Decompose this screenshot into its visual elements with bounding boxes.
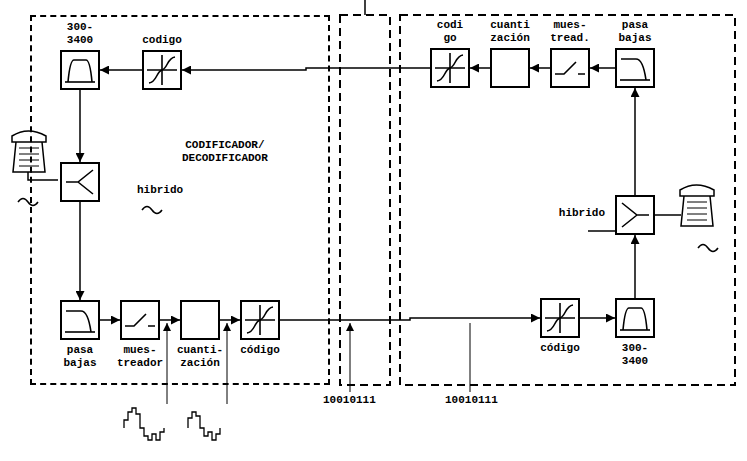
channel-column <box>340 15 390 385</box>
symbol-stroke <box>125 314 155 326</box>
bit-code: 10010111 <box>444 394 499 407</box>
symbol-stroke <box>622 203 649 227</box>
signal-arrow <box>79 202 81 300</box>
block-label: pasa bajas <box>617 19 654 45</box>
lowpass-filter: pasa bajas <box>615 48 655 88</box>
signal-arrow <box>220 319 240 321</box>
signal-arrow <box>79 90 81 162</box>
quant-symbol <box>182 302 218 338</box>
code-symbol <box>242 302 278 338</box>
lp-symbol <box>62 302 98 338</box>
block-label: código <box>538 342 582 355</box>
quantizer-box: cuanti zación <box>490 48 530 88</box>
block-label: hibrido <box>557 207 607 220</box>
bandpass-filter: 300- 3400 <box>615 298 655 338</box>
samp-symbol <box>552 50 588 86</box>
sampler-box: mues- tread. <box>550 48 590 88</box>
leader-line <box>470 323 471 392</box>
coder-box: código <box>240 300 280 340</box>
symbol-stroke <box>245 305 275 335</box>
symbol-stroke <box>66 170 93 194</box>
block-label: mues- tread. <box>548 19 592 45</box>
hybrid-box: hibrido <box>615 195 655 235</box>
leader-line <box>350 323 351 392</box>
code-symbol <box>432 50 468 86</box>
signal-arrow <box>530 67 550 69</box>
symbol-stroke <box>437 55 463 81</box>
divider-line <box>364 0 366 15</box>
line-stub <box>588 230 615 232</box>
expander-box: codigo <box>142 50 182 90</box>
block-label: cuanti zación <box>488 19 532 45</box>
signal-arrow <box>182 68 430 70</box>
code-symbol <box>144 52 180 88</box>
signal-arrow <box>100 319 120 321</box>
symbol-stroke <box>620 329 650 331</box>
symbol-stroke <box>547 305 573 331</box>
telephone-right <box>655 185 718 252</box>
symbol-stroke <box>68 60 92 82</box>
bp-symbol <box>617 300 653 336</box>
bit-code: 10010111 <box>322 394 377 407</box>
symbol-stroke <box>247 307 273 333</box>
block-label: 300- 3400 <box>65 21 95 47</box>
symbol-stroke <box>555 62 585 74</box>
symbol-stroke <box>147 55 177 85</box>
symbol-stroke <box>545 303 575 333</box>
decoder-box: codi go <box>430 48 470 88</box>
block-label: hibrido <box>135 184 185 197</box>
codec-unit-outline <box>400 15 735 385</box>
bp-symbol <box>62 52 98 88</box>
signal-symbol <box>142 207 162 214</box>
symbol-stroke <box>65 81 95 83</box>
quantizer-box: cuanti- zación <box>180 300 220 340</box>
signal-arrow <box>634 235 636 298</box>
block-label: cuanti- zación <box>175 344 225 370</box>
leader-line <box>227 323 228 404</box>
hybR-symbol <box>617 197 653 233</box>
telephone-left <box>12 131 58 206</box>
symbol-stroke <box>621 59 646 80</box>
hyb-symbol <box>62 164 98 200</box>
signal-arrow <box>160 319 180 321</box>
symbol-stroke <box>66 311 91 332</box>
samp-symbol <box>122 302 158 338</box>
signal-arrow <box>580 317 615 319</box>
block-label: 300- 3400 <box>620 342 650 368</box>
quant-symbol <box>492 50 528 86</box>
leader-line <box>167 323 168 404</box>
sampler-box: mues- treador <box>120 300 160 340</box>
quantized-waveform <box>188 412 220 440</box>
block-label: pasa bajas <box>62 344 99 370</box>
unit-title: CODIFICADOR/ DECODIFICADOR <box>180 139 270 165</box>
block-label: codigo <box>140 34 184 47</box>
lowpass-filter: pasa bajas <box>60 300 100 340</box>
signal-arrow <box>634 88 636 195</box>
block-label: código <box>238 344 282 357</box>
bandpass-filter: 300- 3400 <box>60 50 100 90</box>
code-symbol <box>542 300 578 336</box>
codec-unit: 300- 3400 codigo hibrido pasa bajas mues- tr… <box>30 15 330 385</box>
signal-arrow <box>280 318 540 320</box>
lp-symbol <box>617 50 653 86</box>
block-label: codi go <box>435 19 465 45</box>
signal-arrow <box>590 67 615 69</box>
signal-arrow <box>100 69 142 71</box>
coder-box: código <box>540 298 580 338</box>
symbol-stroke <box>623 308 647 330</box>
sampled-waveform <box>124 408 164 440</box>
block-label: mues- treador <box>115 344 165 370</box>
signal-arrow <box>470 67 490 69</box>
hybrid-box: hibrido <box>60 162 100 202</box>
symbol-stroke <box>435 53 465 83</box>
symbol-stroke <box>149 57 175 83</box>
